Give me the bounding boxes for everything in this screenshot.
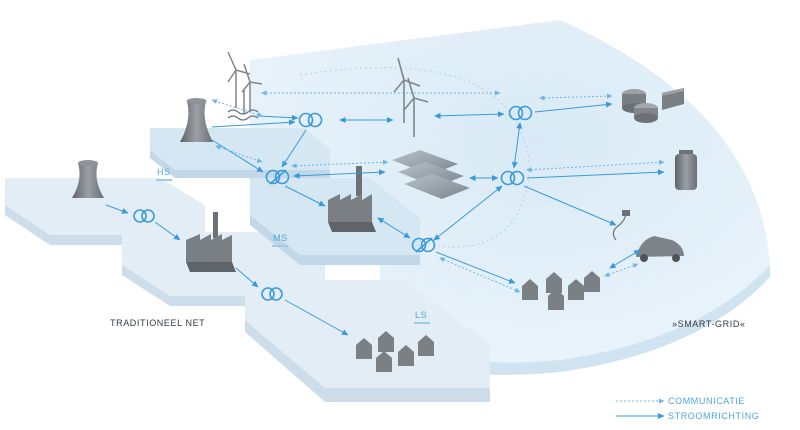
- legend-power-flow-label: STROOMRICHTING: [668, 411, 759, 421]
- transformer-icon: [133, 209, 155, 223]
- hs-label: HS: [157, 167, 171, 177]
- traditional-power-flow: [105, 204, 349, 336]
- cooling-tower-icon: [72, 160, 104, 198]
- ls-label: LS: [415, 310, 427, 320]
- houses-icon: [356, 331, 434, 372]
- transformer-icon: [411, 237, 436, 253]
- battery-icon: [675, 150, 697, 190]
- cooling-tower-icon: [180, 98, 213, 142]
- legend-communication-label: COMMUNICATIE: [668, 396, 745, 406]
- factory-icon: [186, 212, 236, 272]
- smart-grid-label: »SMART-GRID«: [672, 319, 746, 329]
- smart-communication: [211, 90, 665, 293]
- wind-turbines-icon: [393, 57, 429, 137]
- ms-label: MS: [273, 233, 288, 243]
- electric-car-icon: [612, 210, 684, 262]
- transformer-icon: [265, 169, 290, 185]
- houses-icon: [522, 271, 600, 310]
- storage-tanks-icon: [622, 88, 684, 123]
- transformer-icon: [508, 105, 533, 121]
- traditional-platform-ls: [245, 280, 490, 402]
- transformer-icon: [298, 112, 323, 128]
- legend: COMMUNICATIE STROOMRICHTING: [616, 396, 759, 421]
- factory-icon: [328, 166, 376, 232]
- transformer-icon: [261, 287, 283, 301]
- transformer-icon: [500, 170, 525, 186]
- traditional-net-label: TRADITIONEEL NET: [110, 318, 205, 328]
